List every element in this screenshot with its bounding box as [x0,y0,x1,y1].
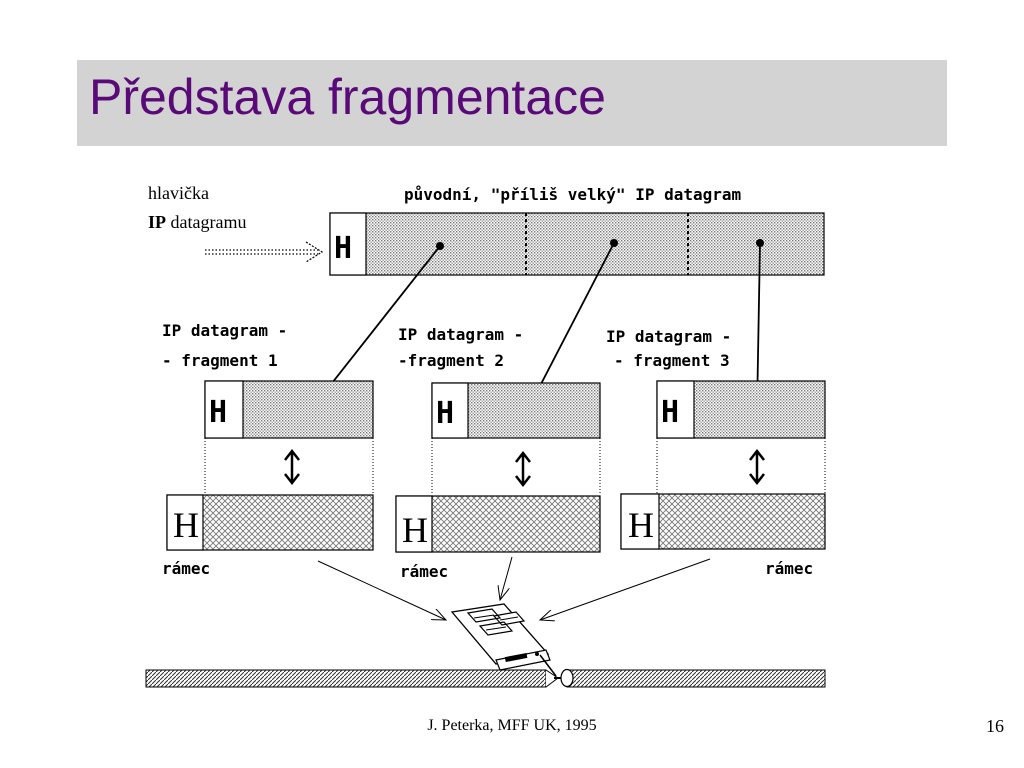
original-datagram-label: původní, "příliš velký" IP datagram [404,185,742,204]
fragment-3-label-line2: - fragment 3 [614,351,730,370]
network-adapter-icon [450,603,557,677]
frame-3-header-box [620,493,660,550]
fragment-1-encapsulation-arrow [284,448,300,486]
footer-credit: J. Peterka, MFF UK, 1995 [427,717,597,734]
frame-1-label: rámec [162,559,210,578]
frame-3-label: rámec [765,559,813,578]
header-label-ip: IP [148,212,166,232]
fragment-2: IP datagram - -fragment 2 H H rámec [395,325,601,581]
original-datagram [329,212,825,276]
t-connector-right [560,668,574,688]
fragment-2-header-glyph: H [436,396,454,431]
fragment-2-encapsulation-arrow [515,450,531,488]
frame-1-header-box [166,494,204,551]
slide-title: Představa fragmentace [89,69,606,125]
title-bar: Představa fragmentace [77,60,947,146]
fragment-1: IP datagram - - fragment 1 H H rámec [162,321,374,578]
page-number: 16 [986,716,1004,736]
fragment-1-header-box [204,380,244,439]
fragment-2-header-box [431,382,469,439]
header-dotted-arrowhead [305,241,324,263]
fragment-1-header-glyph: H [209,395,227,430]
fragment-3: IP datagram - - fragment 3 H H rámec [606,327,826,578]
cable-right [566,669,826,688]
fragment-2-label-line2: -fragment 2 [398,351,504,370]
fragment-3-encapsulation-arrow [749,448,765,486]
original-header-box [329,212,367,276]
fragment-1-label-line1: IP datagram - [162,321,287,340]
frame-1-to-adapter-arrow [317,560,446,620]
header-label-line1: hlavička [148,183,209,203]
fragment-3-header-box [656,380,695,439]
frame-3-header-glyph: H [628,505,654,545]
fragment-1-label-line2: - fragment 1 [162,351,278,370]
original-header-glyph: H [334,231,352,266]
frame-2-header-box [395,495,433,553]
frame-2-label: rámec [400,562,448,581]
cable-left [145,669,547,688]
header-label-datagramu: datagramu [171,212,247,232]
fragment-2-label-line1: IP datagram - [398,325,523,344]
frame-2-header-glyph: H [402,510,428,550]
fragment-3-label-line1: IP datagram - [606,327,731,346]
frame-2-to-adapter-arrow [500,556,513,600]
frame-3-to-adapter-arrow [540,558,711,620]
header-label-line2: IP datagramu [148,212,246,232]
fragment-3-header-glyph: H [661,395,679,430]
frame-1-header-glyph: H [173,505,199,545]
